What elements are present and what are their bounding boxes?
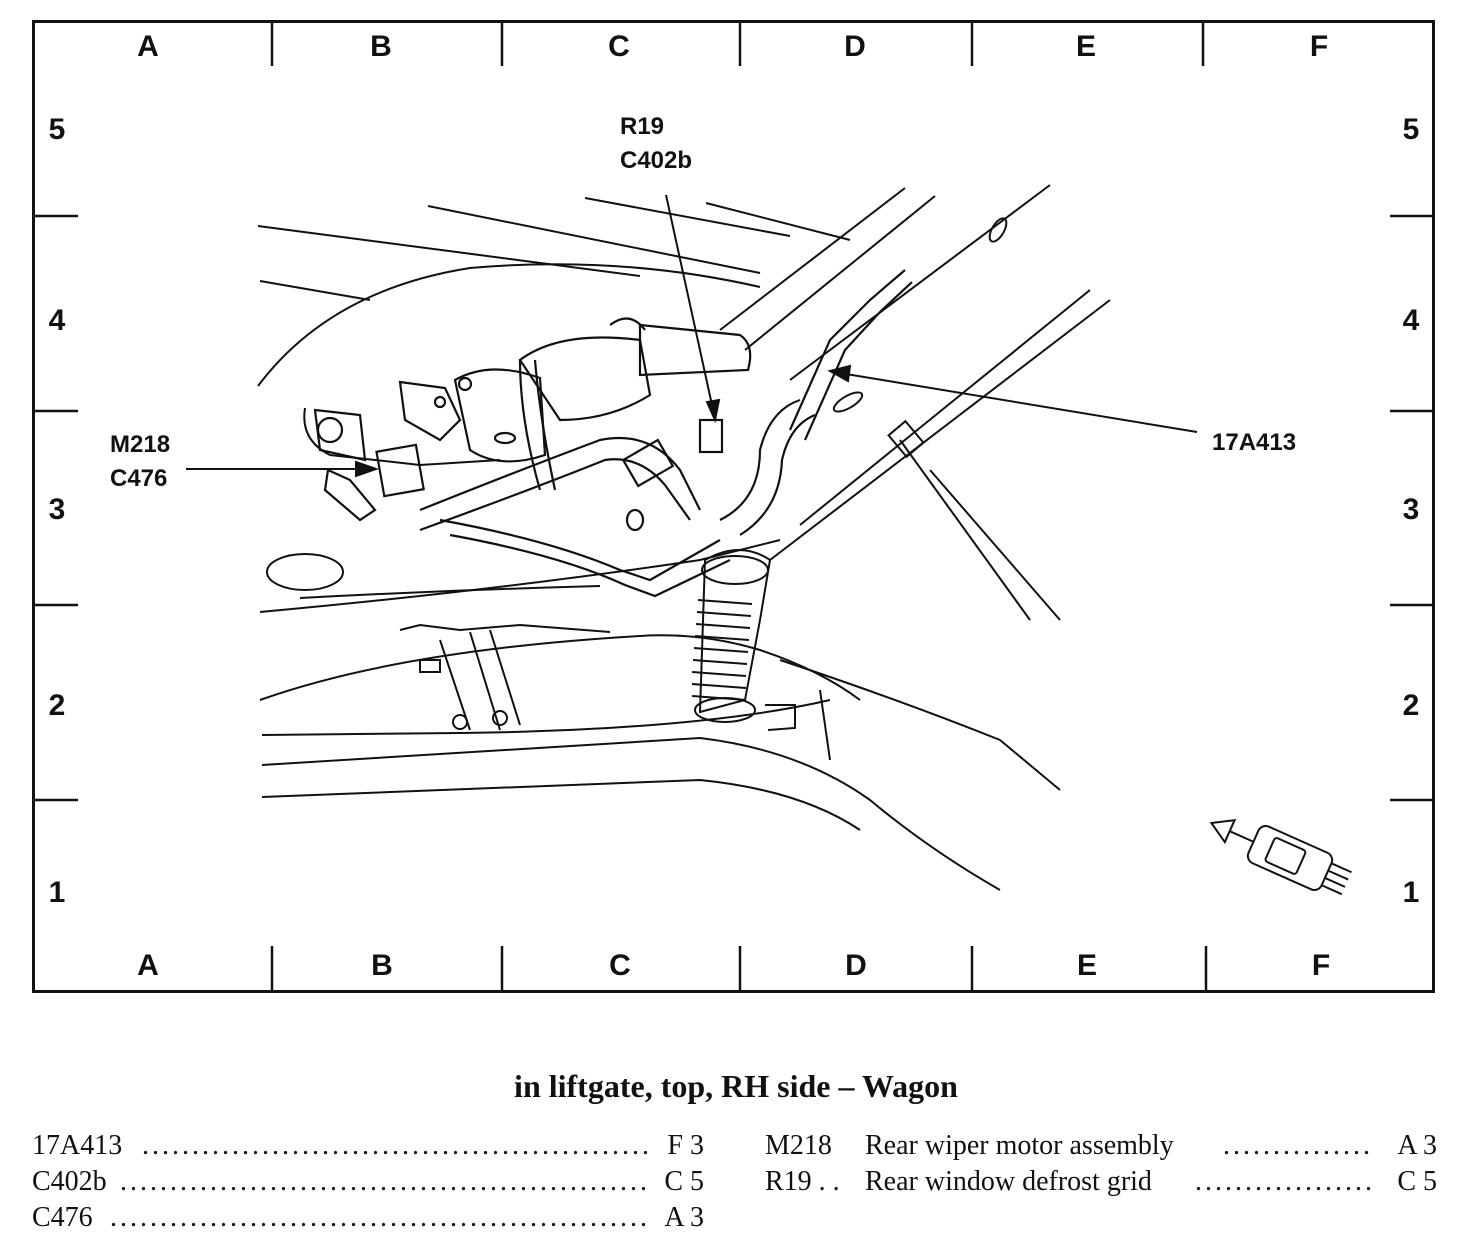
- legend-row: M218 Rear wiper motor assembly .........…: [765, 1130, 1437, 1164]
- leader-dots: ........................................…: [110, 1202, 647, 1233]
- legend-location: A 3: [664, 1202, 704, 1233]
- col-label-top-d: D: [844, 30, 866, 63]
- legend-left: 17A413 .................................…: [32, 1130, 704, 1240]
- m218-arrowhead: [355, 460, 380, 478]
- wiper-motor-assembly: [313, 317, 752, 522]
- vehicle-direction-icon: [1209, 818, 1352, 896]
- callout-m218-c476: M218 C476: [110, 431, 171, 492]
- leader-dots: ........................................…: [120, 1166, 647, 1197]
- legend-code: R19 . .: [765, 1166, 840, 1197]
- row-label-left-5: 5: [48, 113, 66, 146]
- legend-row: 17A413 .................................…: [32, 1130, 704, 1164]
- col-label-top-f: F: [1309, 30, 1329, 63]
- legend-row: C402b ..................................…: [32, 1166, 704, 1200]
- locator-drawing: [34, 22, 1434, 991]
- col-label-top-b: B: [370, 30, 392, 63]
- row-label-left-3: 3: [48, 493, 66, 526]
- legend-location: F 3: [667, 1130, 704, 1161]
- callout-17a413: 17A413: [1212, 429, 1297, 456]
- legend-code: C476: [32, 1202, 93, 1233]
- legend-location: C 5: [1397, 1166, 1437, 1197]
- diagram-frame: [32, 20, 1435, 993]
- legend-location: A 3: [1397, 1130, 1437, 1161]
- r19-leader: [665, 194, 713, 406]
- col-label-top-c: C: [608, 30, 630, 63]
- r19-arrowhead: [705, 398, 721, 424]
- col-label-bottom-f: F: [1311, 949, 1331, 982]
- row-label-right-1: 1: [1402, 876, 1420, 909]
- leader-dots: ........................................…: [142, 1130, 647, 1161]
- row-label-left-2: 2: [48, 689, 66, 722]
- legend-code: M218: [765, 1130, 832, 1161]
- legend-row: R19 . . Rear window defrost grid .......…: [765, 1166, 1437, 1200]
- callout-r19-c402b: R19 C402b: [620, 113, 693, 174]
- legend-location: C 5: [664, 1166, 704, 1197]
- legend-code: 17A413: [32, 1130, 123, 1161]
- harness-arrowhead: [827, 364, 852, 383]
- row-label-left-4: 4: [48, 304, 66, 337]
- liftgate-panels: [257, 184, 1111, 891]
- leader-dots: ..........................: [1195, 1166, 1373, 1197]
- col-label-bottom-a: A: [137, 949, 159, 982]
- legend-description: Rear window defrost grid: [865, 1166, 1152, 1197]
- legend-code: C402b: [32, 1166, 107, 1197]
- legend-description: Rear wiper motor assembly: [865, 1130, 1174, 1161]
- col-label-top-a: A: [137, 30, 159, 63]
- col-label-top-e: E: [1075, 30, 1097, 63]
- legend-row: C476 ...................................…: [32, 1202, 704, 1236]
- diagram-caption: in liftgate, top, RH side – Wagon: [514, 1068, 958, 1104]
- grid-ticks: [34, 22, 1434, 991]
- col-label-bottom-d: D: [845, 949, 867, 982]
- wiring-harness: [419, 269, 913, 598]
- col-label-bottom-c: C: [609, 949, 631, 982]
- harness-leader: [845, 373, 1198, 433]
- harness-grommet: [691, 549, 796, 731]
- row-label-right-5: 5: [1402, 113, 1420, 146]
- hinge-bracket: [399, 623, 611, 731]
- legend-right: M218 Rear wiper motor assembly .........…: [765, 1130, 1437, 1204]
- leader-dots: ......................: [1223, 1130, 1373, 1161]
- col-label-bottom-e: E: [1076, 949, 1098, 982]
- row-label-right-3: 3: [1402, 493, 1420, 526]
- row-label-right-4: 4: [1402, 304, 1420, 337]
- leader-lines: [186, 194, 1198, 478]
- row-label-left-1: 1: [48, 876, 66, 909]
- col-label-bottom-b: B: [371, 949, 393, 982]
- row-label-right-2: 2: [1402, 689, 1420, 722]
